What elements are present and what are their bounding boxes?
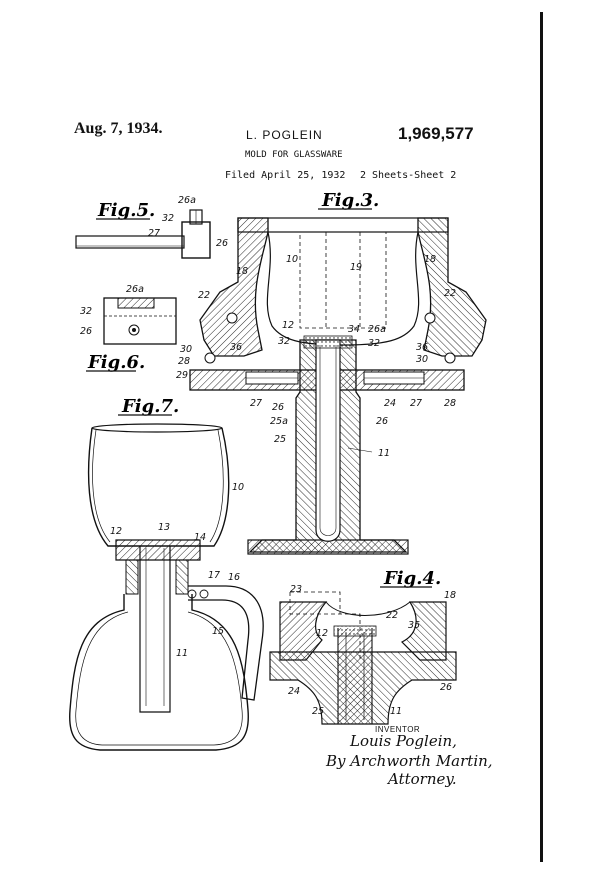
patent-title: MOLD FOR GLASSWARE	[245, 150, 343, 160]
fig5-label: Fig.5.	[97, 200, 155, 221]
fig3-ref: 28	[444, 398, 456, 409]
figure-6: 26a 32 26 Fig.6.	[80, 284, 177, 373]
fig3-ref: 32	[368, 338, 380, 349]
fig3-ref: 19	[350, 262, 362, 273]
patent-date: Aug. 7, 1934.	[74, 120, 163, 137]
fig3-ref: 34	[348, 324, 360, 335]
fig4-ref: 26	[440, 682, 452, 693]
fig3-ref: 29	[176, 370, 188, 381]
fig3-ref: 36	[230, 342, 242, 353]
inventor-signature: Louis Poglein,	[350, 732, 457, 750]
fig5-ref: 26	[216, 238, 228, 249]
fig3-ref: 26a	[368, 324, 386, 335]
fig3-ref: 18	[236, 266, 248, 277]
fig5-ref: 26a	[178, 195, 196, 206]
fig3-ref: 28	[178, 356, 190, 367]
fig7-ref: 16	[228, 572, 240, 583]
fig3-label: Fig.3.	[321, 190, 379, 211]
fig4-ref: 25	[312, 706, 324, 717]
fig6-label: Fig.6.	[87, 352, 145, 373]
fig4-ref: 24	[288, 686, 300, 697]
fig3-ref: 12	[282, 320, 294, 331]
fig3-ref: 18	[424, 254, 436, 265]
fig3-ref: 22	[444, 288, 456, 299]
attorney-signature: By Archworth Martin,	[326, 752, 493, 770]
fig3-ref: 25a	[270, 416, 288, 427]
fig7-ref: 12	[110, 526, 122, 537]
fig5-ref: 32	[162, 213, 174, 224]
fig3-ref: 30	[180, 344, 192, 355]
fig3-ref: 22	[198, 290, 210, 301]
fig7-ref: 15	[212, 626, 224, 637]
fig7-ref: 17	[208, 570, 220, 581]
fig3-ref: 36	[416, 342, 428, 353]
fig7-label: Fig.7.	[121, 396, 179, 417]
fig7-ref: 14	[194, 532, 206, 543]
fig4-ref: 23	[290, 584, 302, 595]
inventor-name-header: L. POGLEIN	[246, 128, 323, 142]
figure-3: Fig.3.	[176, 190, 487, 555]
fig4-ref: 18	[444, 590, 456, 601]
fig3-ref: 10	[286, 254, 298, 265]
filing-date: Filed April 25, 1932	[225, 170, 346, 181]
fig4-ref: 35	[408, 620, 420, 631]
figure-5: Fig.5. 26a 32 27 26	[75, 195, 228, 259]
attorney-label: Attorney.	[388, 770, 457, 788]
fig4-label: Fig.4.	[383, 568, 441, 589]
fig3-ref: 27	[410, 398, 422, 409]
fig4-ref: 12	[316, 628, 328, 639]
fig3-ref: 27	[250, 398, 262, 409]
fig7-ref: 10	[232, 482, 244, 493]
fig3-ref: 24	[384, 398, 396, 409]
fig3-ref: 32	[278, 336, 290, 347]
figure-4: Fig.4. 23 18 22 35 12 24 26 25 11	[269, 568, 457, 725]
fig6-ref: 26	[80, 326, 92, 337]
figure-7: Fig.7. 10 12 13 14 17 16	[69, 396, 264, 751]
margin-rule	[540, 12, 543, 862]
fig3-ref: 25	[274, 434, 286, 445]
fig3-ref: 26	[376, 416, 388, 427]
fig6-ref: 32	[80, 306, 92, 317]
sheet-count: 2 Sheets-Sheet 2	[360, 170, 457, 181]
fig7-ref: 13	[158, 522, 170, 533]
fig3-ref: 30	[416, 354, 428, 365]
fig5-ref: 27	[148, 228, 160, 239]
patent-number: 1,969,577	[398, 124, 474, 143]
fig3-ref: 26	[272, 402, 284, 413]
fig4-ref: 22	[386, 610, 398, 621]
fig6-ref: 26a	[126, 284, 144, 295]
fig3-ref: 11	[378, 448, 390, 459]
inventor-label: INVENTOR	[375, 725, 421, 734]
fig4-ref: 11	[390, 706, 402, 717]
fig7-ref: 11	[176, 648, 188, 659]
